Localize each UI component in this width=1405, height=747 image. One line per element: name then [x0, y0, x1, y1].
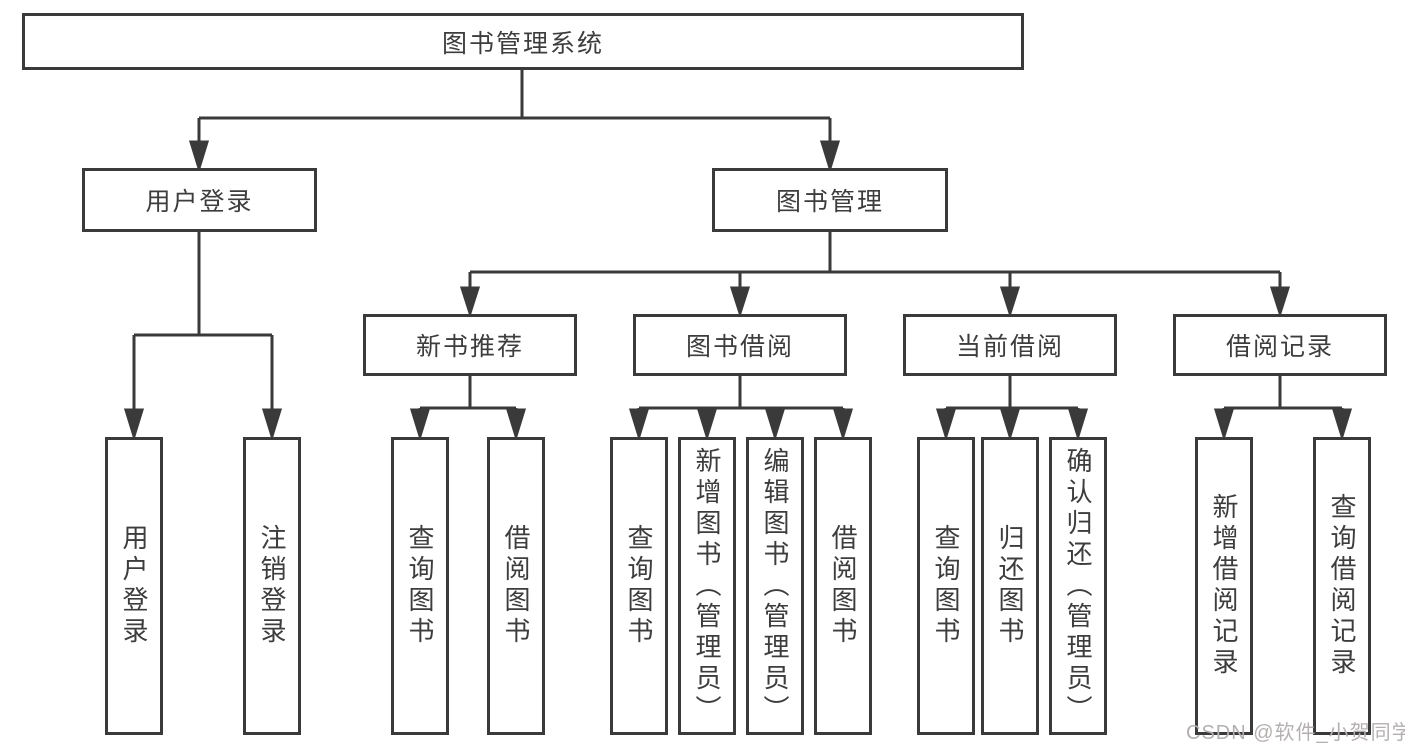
leaf-label: 查询图书 — [931, 524, 961, 648]
connector-book-borrow-to-leaves — [628, 376, 854, 442]
node-new-book-recommend: 新书推荐 — [363, 314, 577, 376]
connector-book-management-to-level3 — [459, 232, 1291, 318]
node-current-borrow: 当前借阅 — [903, 314, 1117, 376]
leaf-confirm-return-admin: 确认归还（管理员） — [1049, 437, 1107, 735]
connector-user-login-to-leaves — [123, 232, 283, 442]
leaf-add-borrow-record: 新增借阅记录 — [1195, 437, 1253, 735]
leaf-label: 查询图书 — [624, 524, 654, 648]
leaf-label: 用户登录 — [119, 524, 149, 648]
node-label: 当前借阅 — [955, 333, 1064, 361]
leaf-label: 新增图书（管理员） — [692, 446, 722, 726]
leaf-label: 注销登录 — [257, 524, 287, 648]
leaf-label: 归还图书 — [995, 524, 1025, 648]
node-label: 借阅记录 — [1225, 333, 1334, 361]
node-label: 用户登录 — [145, 188, 254, 216]
leaf-query-books-borrow: 查询图书 — [610, 437, 668, 735]
node-label: 新书推荐 — [415, 333, 524, 361]
node-borrow-records: 借阅记录 — [1173, 314, 1387, 376]
leaf-user-login: 用户登录 — [105, 437, 163, 735]
node-user-login: 用户登录 — [82, 168, 317, 232]
leaf-logout: 注销登录 — [243, 437, 301, 735]
connector-new-book-recommend-to-leaves — [409, 376, 527, 442]
leaf-label: 新增借阅记录 — [1209, 493, 1239, 679]
watermark: CSDN @软件_小贺同学 — [1186, 722, 1405, 744]
leaf-return-book: 归还图书 — [981, 437, 1039, 735]
node-book-management: 图书管理 — [712, 168, 948, 232]
leaf-query-books-recommend: 查询图书 — [391, 437, 449, 735]
leaf-query-books-current: 查询图书 — [917, 437, 975, 735]
leaf-add-book-admin: 新增图书（管理员） — [678, 437, 736, 735]
node-label: 图书借阅 — [685, 333, 794, 361]
connector-root-to-level2 — [188, 69, 841, 174]
leaf-label: 确认归还（管理员） — [1063, 446, 1093, 726]
leaf-label: 查询借阅记录 — [1327, 493, 1357, 679]
leaf-edit-book-admin: 编辑图书（管理员） — [746, 437, 804, 735]
leaf-borrow-books-borrow: 借阅图书 — [814, 437, 872, 735]
connector-borrow-records-to-leaves — [1213, 376, 1353, 442]
leaf-label: 借阅图书 — [828, 524, 858, 648]
leaf-label: 编辑图书（管理员） — [760, 446, 790, 726]
leaf-query-borrow-record: 查询借阅记录 — [1313, 437, 1371, 735]
node-book-borrow: 图书借阅 — [633, 314, 847, 376]
leaf-label: 借阅图书 — [501, 524, 531, 648]
node-library-management-system: 图书管理系统 — [22, 13, 1024, 70]
leaf-borrow-books-recommend: 借阅图书 — [487, 437, 545, 735]
leaf-label: 查询图书 — [405, 524, 435, 648]
connector-current-borrow-to-leaves — [935, 376, 1089, 442]
node-label: 图书管理系统 — [441, 29, 604, 58]
node-label: 图书管理 — [775, 188, 884, 216]
